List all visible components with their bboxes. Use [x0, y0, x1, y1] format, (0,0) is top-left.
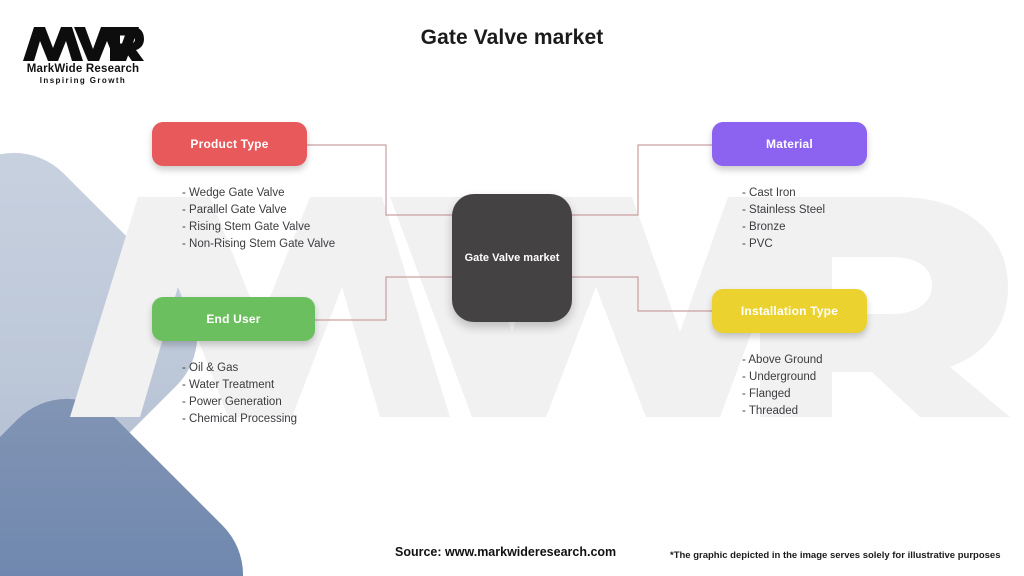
- category-product-type: Product Type - Wedge Gate Valve - Parall…: [152, 122, 336, 253]
- mwr-logo-icon: [23, 27, 144, 61]
- list-item: - Above Ground: [742, 354, 823, 366]
- category-items-material: - Cast Iron - Stainless Steel - Bronze -…: [712, 185, 867, 253]
- category-end-user: End User - Oil & Gas - Water Treatment -…: [152, 297, 315, 428]
- center-node: Gate Valve market: [452, 194, 572, 322]
- brand-logo: MarkWide Research Inspiring Growth: [22, 24, 144, 86]
- brand-tagline: Inspiring Growth: [39, 76, 127, 85]
- category-chip-material[interactable]: Material: [712, 122, 867, 166]
- list-item: - Underground: [742, 371, 817, 384]
- list-item: - PVC: [742, 238, 773, 251]
- list-item: - Parallel Gate Valve: [182, 204, 287, 217]
- center-node-label: Gate Valve market: [464, 251, 560, 264]
- list-item: - Threaded: [742, 405, 799, 418]
- list-item: - Water Treatment: [182, 379, 275, 392]
- category-material: Material - Cast Iron - Stainless Steel -…: [712, 122, 867, 253]
- list-item: - Bronze: [742, 221, 786, 234]
- disclaimer-text: *The graphic depicted in the image serve…: [670, 550, 1001, 561]
- list-item: - Rising Stem Gate Valve: [182, 221, 311, 234]
- category-chip-installation-type[interactable]: Installation Type: [712, 289, 867, 333]
- category-label-product-type: Product Type: [190, 137, 269, 151]
- category-items-end-user: - Oil & Gas - Water Treatment - Power Ge…: [152, 360, 315, 428]
- list-item: - Oil & Gas: [182, 362, 239, 374]
- category-items-installation-type: - Above Ground - Underground - Flanged -…: [712, 352, 867, 420]
- list-item: - Stainless Steel: [742, 204, 826, 217]
- page-title: Gate Valve market: [420, 26, 604, 49]
- list-item: - Cast Iron: [742, 187, 796, 199]
- category-label-installation-type: Installation Type: [740, 304, 839, 318]
- brand-name: MarkWide Research: [26, 63, 140, 75]
- list-item: - Non-Rising Stem Gate Valve: [182, 238, 336, 251]
- category-items-product-type: - Wedge Gate Valve - Parallel Gate Valve…: [152, 185, 336, 253]
- category-label-end-user: End User: [206, 312, 261, 326]
- list-item: - Wedge Gate Valve: [182, 187, 285, 199]
- category-label-material: Material: [766, 137, 813, 151]
- category-chip-product-type[interactable]: Product Type: [152, 122, 307, 166]
- list-item: - Chemical Processing: [182, 413, 298, 426]
- list-item: - Flanged: [742, 388, 791, 401]
- source-text: Source: www.markwideresearch.com: [395, 545, 617, 559]
- category-installation-type: Installation Type - Above Ground - Under…: [712, 289, 867, 420]
- category-chip-end-user[interactable]: End User: [152, 297, 315, 341]
- list-item: - Power Generation: [182, 396, 282, 409]
